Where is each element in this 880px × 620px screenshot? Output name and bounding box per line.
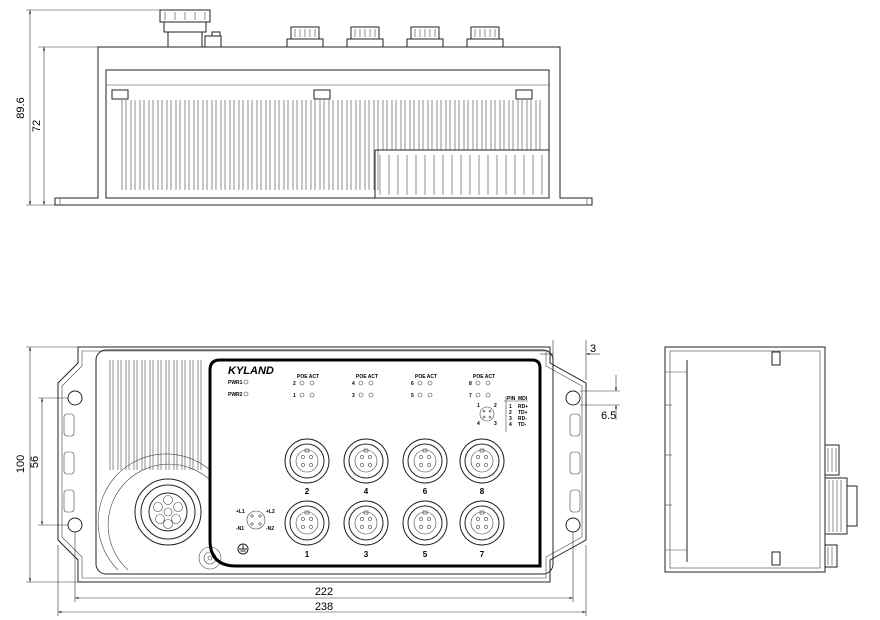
ground-icon [237, 543, 249, 555]
power-connector-front [134, 478, 202, 546]
m12-port-top-4[interactable] [459, 438, 505, 484]
port-label-4: 4 [364, 487, 369, 496]
power-connector-top [159, 9, 222, 48]
dim-body-height: 72 [31, 120, 43, 132]
dim-hole-spacing-56: 56 [29, 456, 41, 468]
pin-row-3-pin: 3 [509, 416, 512, 422]
dim-edge-offset-3: 3 [590, 343, 596, 355]
power-pin-n2: -N2 [266, 526, 274, 532]
dim-hole-offset-6-5: 6.5 [601, 410, 616, 422]
power-pin-diagram: +L1 +L2 -N1 -N2 [236, 509, 275, 532]
poe-header-2: POE ACT [356, 374, 378, 380]
poe-row2-label-3: 5 [411, 393, 414, 399]
pin-row-2-mdi: TD+ [518, 410, 528, 416]
m12-port-top-1[interactable] [284, 438, 330, 484]
pin-label-4: 4 [477, 421, 480, 427]
poe-row2-label-2: 3 [352, 393, 355, 399]
pin-table-header-pin: PIN [507, 396, 516, 402]
poe-row2-label-4: 7 [469, 393, 472, 399]
m12-port-bottom-4[interactable] [459, 500, 505, 546]
m12-port-top-2[interactable] [343, 438, 389, 484]
pin-label-3: 3 [494, 421, 497, 427]
pin-label-2: 2 [494, 403, 497, 409]
power-pin-l2: +L2 [266, 509, 275, 515]
dim-hole-pitch-222: 222 [315, 586, 333, 598]
poe-row1-label-3: 6 [411, 381, 414, 387]
dim-overall-width-238: 238 [315, 601, 333, 613]
top-view-dimensions: 89.6 72 [15, 9, 160, 206]
poe-row2-label-1: 1 [293, 393, 296, 399]
port-label-8: 8 [480, 487, 485, 496]
port-label-3: 3 [364, 550, 369, 559]
pwr2-label: PWR2 [228, 392, 243, 398]
poe-header-3: POE ACT [415, 374, 437, 380]
pin-row-3-mdi: RD- [518, 416, 527, 422]
pin-table-rows: 1 RD+ 2 TD+ 3 RD- 4 TD- [509, 404, 528, 428]
m12-ports [284, 438, 505, 546]
pin-row-2-pin: 2 [509, 410, 512, 416]
pwr1-label: PWR1 [228, 380, 243, 386]
port-label-7: 7 [480, 550, 485, 559]
m12-port-bottom-1[interactable] [284, 500, 330, 546]
pin-table-header-mdi: MDI [518, 396, 528, 402]
side-view [664, 346, 858, 573]
heatsink-fins [121, 100, 543, 195]
port-number-labels: 2 4 6 8 1 3 5 7 [305, 487, 485, 559]
port-label-6: 6 [423, 487, 428, 496]
pin-row-4-mdi: TD- [518, 422, 527, 428]
pin-row-1-mdi: RD+ [518, 404, 528, 410]
m12-port-bottom-2[interactable] [343, 500, 389, 546]
poe-header-4: POE ACT [473, 374, 495, 380]
power-pin-n1: -N1 [236, 526, 244, 532]
power-pin-l1: +L1 [236, 509, 245, 515]
m12-connectors-top [286, 26, 504, 48]
poe-row1-label-4: 8 [469, 381, 472, 387]
port-label-2: 2 [305, 487, 310, 496]
port-label-1: 1 [305, 550, 310, 559]
heatsink-fins-front [109, 360, 202, 470]
dim-height-100: 100 [15, 455, 27, 473]
port-label-5: 5 [423, 550, 428, 559]
dim-overall-height: 89.6 [15, 97, 27, 118]
pin-label-1: 1 [477, 403, 480, 409]
brand-logo-text: KYLAND [228, 365, 274, 377]
poe-row1-label-2: 4 [352, 381, 355, 387]
front-view-dimensions: 100 56 222 238 3 6.5 [15, 340, 620, 616]
m12-port-top-3[interactable] [402, 438, 448, 484]
poe-header-1: POE ACT [297, 374, 319, 380]
pin-row-4-pin: 4 [509, 422, 512, 428]
top-view: 89.6 72 [15, 9, 593, 206]
m12-port-bottom-3[interactable] [402, 500, 448, 546]
pin-row-1-pin: 1 [509, 404, 512, 410]
poe-row1-label-1: 2 [293, 381, 296, 387]
side-connectors [824, 444, 858, 568]
